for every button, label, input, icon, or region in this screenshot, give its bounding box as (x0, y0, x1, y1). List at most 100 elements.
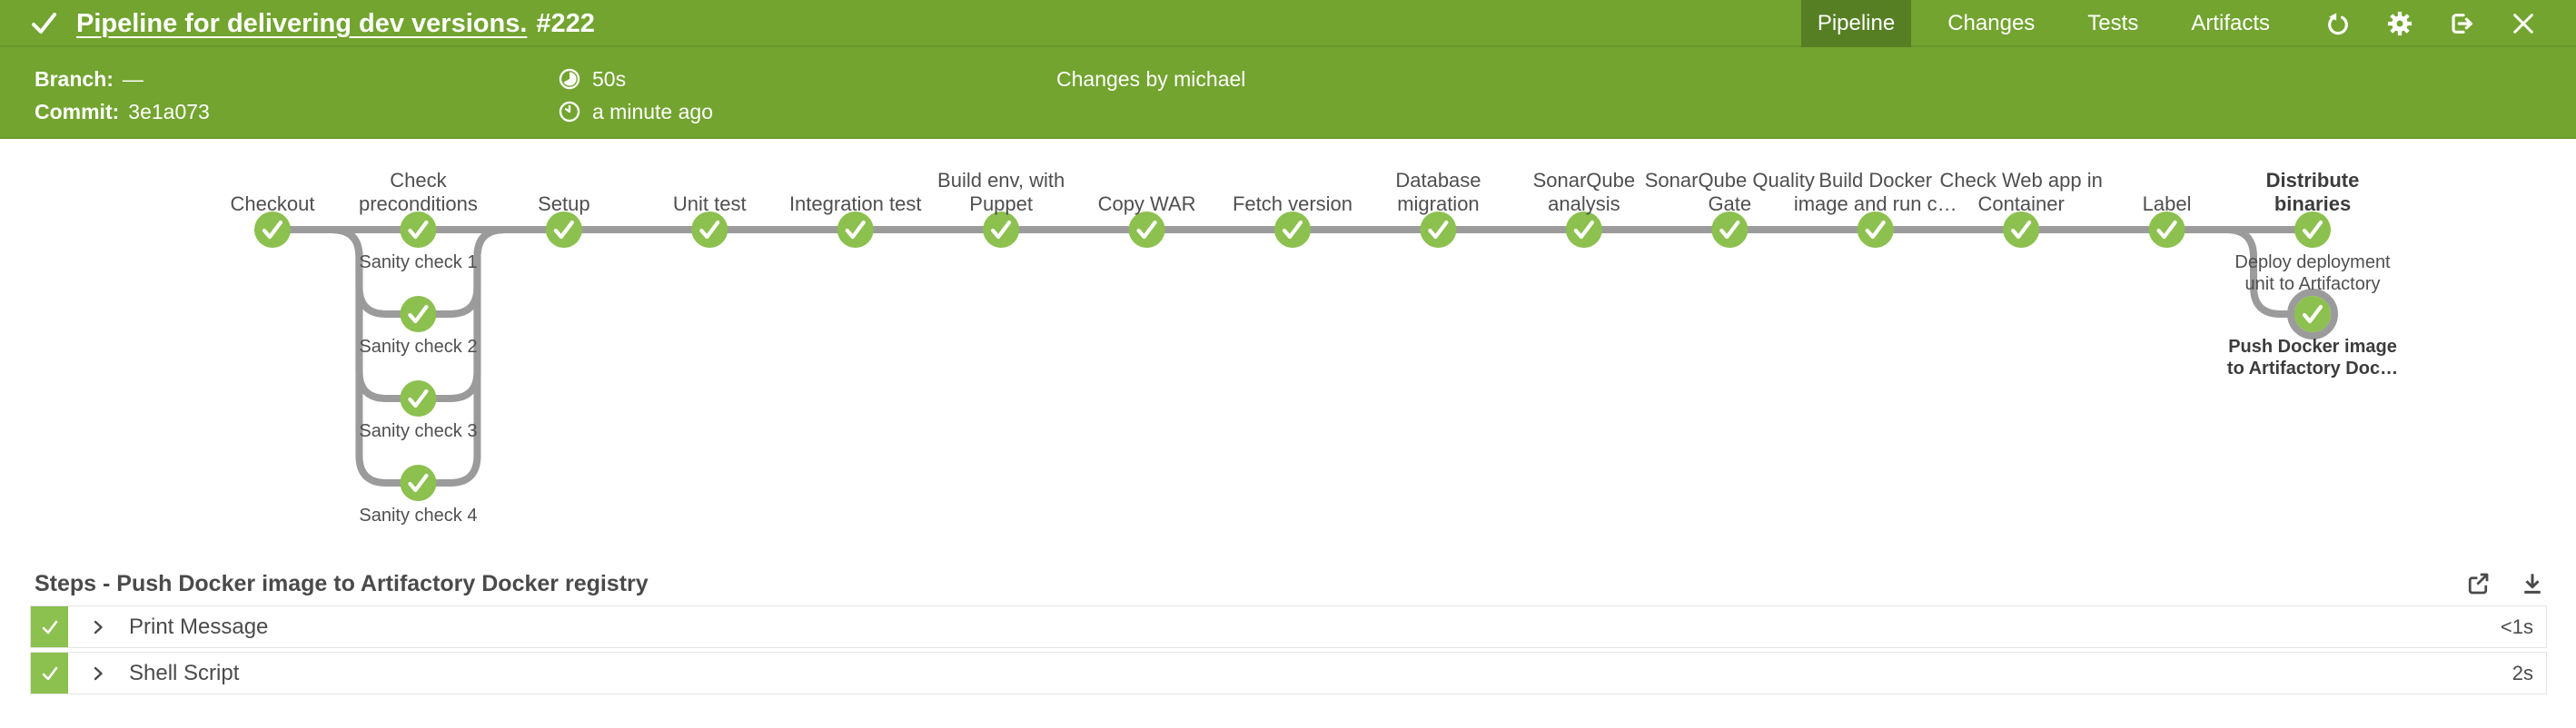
branch-label[interactable]: Push Docker image to Artifactory Doc… (2226, 337, 2399, 379)
node-check-icon (1282, 220, 1303, 240)
node-check-icon (1428, 220, 1449, 240)
run-info-bar: Branch: — Commit: 3e1a073 50s (0, 47, 2576, 139)
step-row[interactable]: Shell Script 2s (30, 652, 2547, 694)
node-check-icon (553, 220, 574, 240)
stage-node[interactable] (254, 212, 291, 248)
node-check-icon (2156, 220, 2177, 240)
branch-value: — (122, 66, 144, 91)
stage-label[interactable]: Setup (538, 192, 590, 215)
steps-heading: Steps - Push Docker image to Artifactory… (35, 570, 649, 596)
branch-label[interactable]: Sanity check 4 (359, 506, 478, 526)
step-row[interactable]: Print Message <1s (30, 605, 2547, 648)
stage-label[interactable]: Fetch version (1232, 192, 1353, 215)
node-check-icon (408, 304, 429, 324)
run-header: Pipeline for delivering dev versions. #2… (0, 0, 2576, 47)
stage-node[interactable] (2287, 289, 2339, 339)
stage-node[interactable] (837, 212, 874, 248)
stage-node[interactable] (545, 212, 582, 248)
settings-icon[interactable] (2385, 9, 2414, 38)
chevron-right-icon[interactable] (87, 663, 109, 684)
stage-node[interactable] (1711, 212, 1749, 248)
node-check-icon (408, 389, 429, 408)
header-actions (2296, 0, 2576, 47)
download-icon[interactable] (2518, 569, 2547, 598)
stage-node[interactable] (2003, 212, 2040, 248)
stage-node[interactable] (1420, 212, 1457, 248)
stage-node[interactable] (1565, 212, 1602, 248)
pipeline-graph-svg (254, 212, 2339, 501)
run-tabs: Pipeline Changes Tests Artifacts (1791, 0, 2296, 47)
node-check-icon (699, 220, 720, 240)
run-header-left: Pipeline for delivering dev versions. #2… (0, 0, 1791, 47)
node-check-icon (408, 473, 429, 493)
stage-label[interactable]: Integration test (788, 192, 922, 215)
step-status-check-icon (31, 653, 68, 694)
node-check-icon (408, 220, 429, 240)
node-check-icon (2011, 220, 2032, 240)
tab-artifacts[interactable]: Artifacts (2191, 11, 2270, 35)
commit-label: Commit: (35, 99, 120, 123)
tab-changes[interactable]: Changes (1947, 11, 2036, 35)
node-check-icon (1719, 220, 1740, 240)
stage-node[interactable] (1274, 212, 1312, 248)
stage-label[interactable]: Build Docker image and run c… (1793, 169, 1957, 215)
close-icon[interactable] (2509, 9, 2538, 38)
stage-label[interactable]: Distribute binaries (2265, 169, 2360, 215)
tab-pipeline[interactable]: Pipeline (1800, 0, 1912, 47)
stage-label[interactable]: Check preconditions (358, 169, 478, 215)
step-duration: 2s (2512, 661, 2533, 684)
stage-node[interactable] (983, 212, 1020, 248)
node-check-icon (991, 220, 1012, 240)
step-label: Shell Script (129, 660, 240, 685)
stage-label[interactable]: Checkout (230, 192, 315, 215)
stage-node[interactable] (400, 465, 437, 501)
node-check-icon (262, 220, 283, 240)
branch-label[interactable]: Sanity check 1 (359, 252, 478, 272)
stage-label[interactable]: Unit test (672, 192, 747, 215)
step-duration: <1s (2500, 615, 2533, 638)
step-status-check-icon (31, 606, 68, 647)
rerun-icon[interactable] (2323, 9, 2353, 38)
exit-icon[interactable] (2447, 9, 2476, 38)
stage-node[interactable] (2148, 212, 2185, 248)
selected-node-ring (2287, 289, 2339, 339)
stage-label[interactable]: SonarQube Quality Gate (1644, 169, 1815, 215)
run-duration: 50s (592, 66, 627, 91)
pipeline-title-link[interactable]: Pipeline for delivering dev versions. (76, 8, 528, 38)
stage-label[interactable]: Check Web app in Container (1939, 169, 2103, 215)
stage-node[interactable] (691, 212, 728, 248)
chevron-right-icon[interactable] (87, 616, 109, 638)
branch-label: Branch: (35, 66, 114, 91)
branch-label[interactable]: Deploy deployment unit to Artifactory (2234, 252, 2391, 294)
run-status-check-icon (27, 7, 60, 40)
step-label: Print Message (129, 614, 269, 639)
duration-icon (556, 66, 583, 92)
run-number: #222 (536, 8, 595, 38)
branch-label[interactable]: Sanity check 3 (359, 421, 478, 441)
commit-value: 3e1a073 (128, 99, 210, 123)
stage-label[interactable]: Build env, with Puppet (937, 169, 1065, 215)
stage-node[interactable] (1857, 212, 1894, 248)
stage-node[interactable] (400, 380, 437, 417)
stage-node[interactable] (1128, 212, 1165, 248)
stage-node[interactable] (2294, 212, 2332, 248)
node-check-icon (1865, 220, 1886, 240)
node-check-icon (1136, 220, 1157, 240)
node-check-icon (1573, 220, 1594, 240)
tab-tests[interactable]: Tests (2087, 11, 2139, 35)
stage-node[interactable] (400, 212, 437, 248)
stage-label[interactable]: Database migration (1395, 169, 1481, 215)
stage-label[interactable]: Copy WAR (1097, 192, 1196, 215)
clock-icon (556, 99, 583, 124)
node-check-icon (2302, 304, 2323, 324)
steps-section: Steps - Push Docker image to Artifactory… (0, 566, 2576, 694)
node-check-icon (845, 220, 866, 240)
stage-label[interactable]: Label (2142, 192, 2192, 215)
stage-node[interactable] (400, 296, 437, 332)
open-in-new-icon[interactable] (2463, 569, 2492, 598)
node-check-icon (2302, 220, 2323, 240)
changes-summary: Changes by michael (1056, 66, 1246, 91)
branch-label[interactable]: Sanity check 2 (359, 337, 478, 357)
stage-label[interactable]: SonarQube analysis (1532, 169, 1636, 215)
